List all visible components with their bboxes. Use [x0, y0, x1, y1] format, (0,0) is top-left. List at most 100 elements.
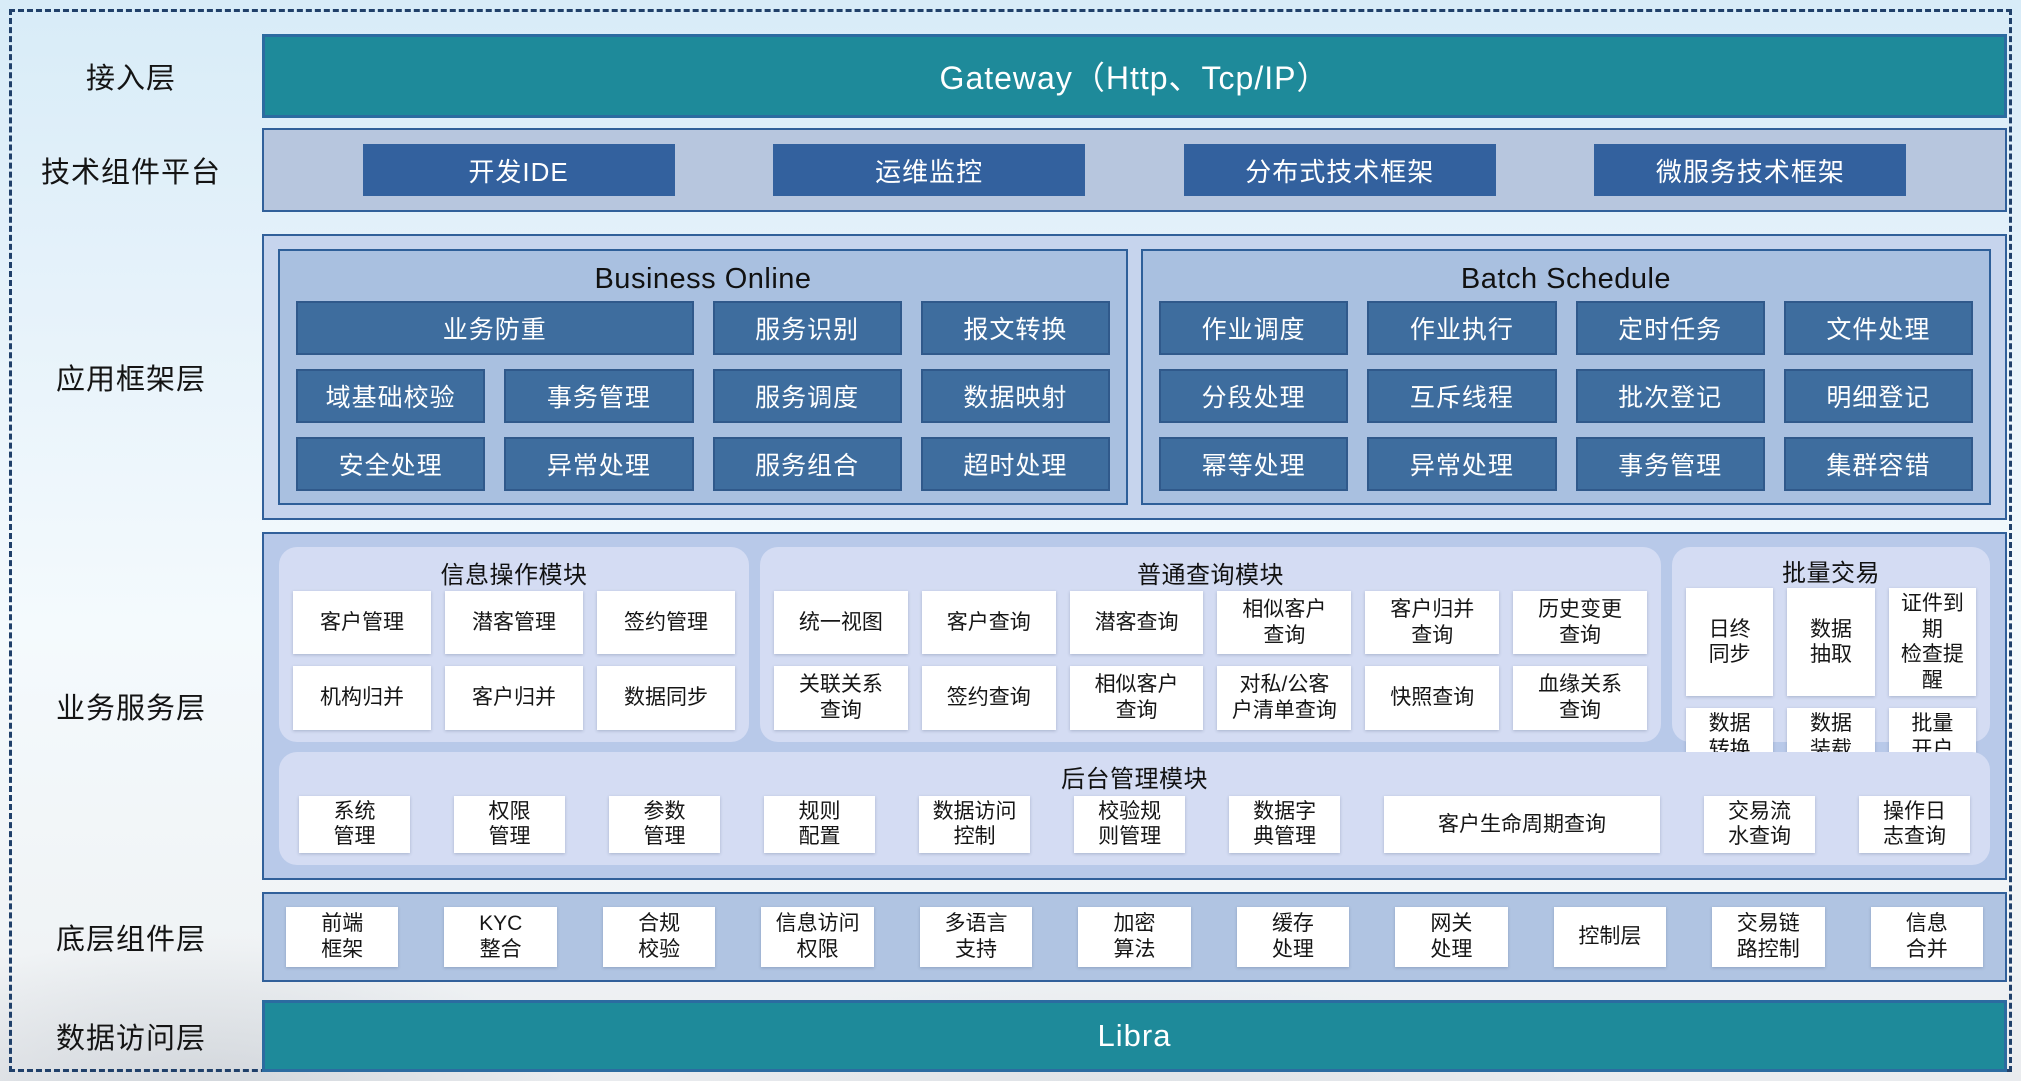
batch-schedule-button: 文件处理	[1783, 301, 1973, 355]
admin-item: 数据字 典管理	[1229, 795, 1341, 853]
business-service-panel: 信息操作模块 客户管理潜客管理签约管理机构归并客户归并数据同步 普通查询模块 统…	[262, 532, 2007, 880]
admin-item: 交易流 水查询	[1703, 795, 1815, 853]
common-query-item: 快照查询	[1365, 666, 1500, 730]
row-business-service: 业务服务层 信息操作模块 客户管理潜客管理签约管理机构归并客户归并数据同步 普通…	[0, 532, 2007, 880]
common-query-item: 相似客户 查询	[1217, 591, 1352, 655]
business-online-button: 服务组合	[712, 437, 902, 491]
admin-module-title: 后台管理模块	[1061, 766, 1208, 794]
admin-item: 系统 管理	[299, 795, 411, 853]
component-item: 信息访问 权限	[761, 907, 874, 967]
component-item: 控制层	[1553, 907, 1667, 967]
common-query-item: 血缘关系 查询	[1513, 666, 1647, 730]
business-online-button: 超时处理	[920, 437, 1110, 491]
common-query-item: 客户查询	[921, 591, 1056, 655]
info-operation-item: 签约管理	[597, 591, 735, 655]
common-query-item: 关联关系 查询	[774, 666, 908, 730]
common-query-item: 统一视图	[774, 591, 908, 655]
batch-schedule-title: Batch Schedule	[1460, 262, 1672, 295]
info-operation-item: 数据同步	[597, 666, 735, 730]
row-app-framework: 应用框架层 Business Online 业务防重服务识别报文转换域基础校验事…	[0, 234, 2007, 520]
common-query-item: 签约查询	[921, 666, 1056, 730]
batch-schedule-button: 作业执行	[1367, 301, 1557, 355]
info-operation-item: 机构归并	[293, 666, 431, 730]
component-item: 加密 算法	[1078, 907, 1191, 967]
tech-platform-button: 运维监控	[773, 144, 1086, 196]
row-tech-platform: 技术组件平台 开发IDE 运维监控 分布式技术框架 微服务技术框架	[0, 128, 2007, 212]
business-online-panel: Business Online 业务防重服务识别报文转换域基础校验事务管理服务调…	[278, 249, 1128, 505]
batch-schedule-panel: Batch Schedule 作业调度作业执行定时任务文件处理分段处理互斥线程批…	[1141, 249, 1991, 505]
admin-item: 参数 管理	[609, 795, 721, 853]
business-online-grid: 业务防重服务识别报文转换域基础校验事务管理服务调度数据映射安全处理异常处理服务组…	[296, 301, 1110, 491]
batch-schedule-button: 集群容错	[1783, 437, 1973, 491]
app-framework-label: 应用框架层	[55, 364, 206, 396]
batch-schedule-button: 明细登记	[1783, 369, 1973, 423]
component-item: 信息 合并	[1870, 907, 1983, 967]
service-modules-row: 信息操作模块 客户管理潜客管理签约管理机构归并客户归并数据同步 普通查询模块 统…	[279, 547, 1990, 766]
info-operation-item: 潜客管理	[445, 591, 583, 655]
admin-item: 规则 配置	[764, 795, 876, 853]
admin-module: 后台管理模块 系统 管理权限 管理参数 管理规则 配置数据访问 控制校验规 则管…	[279, 751, 1990, 865]
admin-item: 客户生命周期查询	[1384, 795, 1660, 853]
batch-schedule-button: 作业调度	[1159, 301, 1349, 355]
business-online-button: 事务管理	[504, 369, 694, 423]
business-online-button: 异常处理	[504, 437, 694, 491]
batch-schedule-grid: 作业调度作业执行定时任务文件处理分段处理互斥线程批次登记明细登记幂等处理异常处理…	[1159, 301, 1973, 491]
admin-item: 权限 管理	[454, 795, 566, 853]
row-data-access: 数据访问层 Libra	[0, 1000, 2007, 1072]
component-item: 合规 校验	[602, 907, 716, 967]
batch-schedule-button: 互斥线程	[1367, 369, 1557, 423]
component-item: KYC 整合	[444, 907, 557, 967]
common-query-item: 相似客户 查询	[1069, 666, 1204, 730]
tech-platform-label: 技术组件平台	[40, 157, 221, 189]
business-online-button: 业务防重	[296, 301, 694, 355]
libra-bar: Libra	[262, 1000, 2007, 1072]
business-online-button: 安全处理	[296, 437, 486, 491]
batch-transaction-item: 日终 同步	[1686, 588, 1774, 697]
business-online-button: 服务调度	[712, 369, 902, 423]
component-item: 缓存 处理	[1236, 907, 1350, 967]
common-query-item: 潜客查询	[1069, 591, 1204, 655]
gateway-bar: Gateway（Http、Tcp/IP）	[262, 34, 2007, 118]
batch-transaction-item: 数据 抽取	[1787, 588, 1875, 697]
app-framework-panel: Business Online 业务防重服务识别报文转换域基础校验事务管理服务调…	[262, 234, 2007, 520]
row-access-layer: 接入层 Gateway（Http、Tcp/IP）	[0, 34, 2007, 118]
access-layer-label: 接入层	[85, 63, 176, 95]
component-item: 交易链 路控制	[1712, 907, 1825, 967]
batch-transaction-module-title: 批量交易	[1782, 560, 1880, 587]
common-query-item: 对私/公客 户清单查询	[1217, 666, 1352, 730]
tech-platform-button: 微服务技术框架	[1594, 144, 1907, 196]
common-query-module: 普通查询模块 统一视图客户查询潜客查询相似客户 查询客户归并 查询历史变更 查询…	[760, 547, 1661, 742]
component-item: 多语言 支持	[919, 907, 1033, 967]
info-operation-item: 客户管理	[293, 591, 431, 655]
batch-transaction-item: 证件到期 检查提醒	[1888, 588, 1976, 697]
admin-items-row: 系统 管理权限 管理参数 管理规则 配置数据访问 控制校验规 则管理数据字 典管…	[293, 795, 1976, 853]
info-operation-module-title: 信息操作模块	[440, 561, 588, 589]
business-service-label: 业务服务层	[55, 693, 206, 725]
batch-schedule-button: 分段处理	[1159, 369, 1349, 423]
tech-platform-button: 开发IDE	[362, 144, 675, 196]
batch-transaction-module: 批量交易 日终 同步数据 抽取证件到期 检查提醒数据 转换数据 装载批量 开户	[1672, 547, 1990, 766]
admin-item: 校验规 则管理	[1074, 795, 1186, 853]
common-query-module-title: 普通查询模块	[1137, 561, 1284, 589]
common-query-item: 客户归并 查询	[1365, 591, 1500, 655]
batch-schedule-button: 定时任务	[1575, 301, 1765, 355]
batch-schedule-button: 幂等处理	[1159, 437, 1349, 491]
tech-platform-panel: 开发IDE 运维监控 分布式技术框架 微服务技术框架	[262, 128, 2007, 212]
batch-schedule-button: 异常处理	[1367, 437, 1557, 491]
component-layer-label: 底层组件层	[55, 924, 206, 956]
admin-item: 操作日 志查询	[1858, 795, 1970, 853]
business-online-button: 数据映射	[920, 369, 1110, 423]
tech-platform-button: 分布式技术框架	[1183, 144, 1496, 196]
business-online-button: 服务识别	[712, 301, 902, 355]
info-operation-grid: 客户管理潜客管理签约管理机构归并客户归并数据同步	[293, 591, 735, 730]
common-query-item: 历史变更 查询	[1513, 591, 1647, 655]
batch-transaction-grid: 日终 同步数据 抽取证件到期 检查提醒数据 转换数据 装载批量 开户	[1686, 588, 1976, 766]
info-operation-item: 客户归并	[445, 666, 583, 730]
business-online-button: 域基础校验	[296, 369, 486, 423]
admin-item: 数据访问 控制	[919, 795, 1031, 853]
batch-schedule-button: 批次登记	[1575, 369, 1765, 423]
data-access-label: 数据访问层	[55, 1023, 206, 1055]
